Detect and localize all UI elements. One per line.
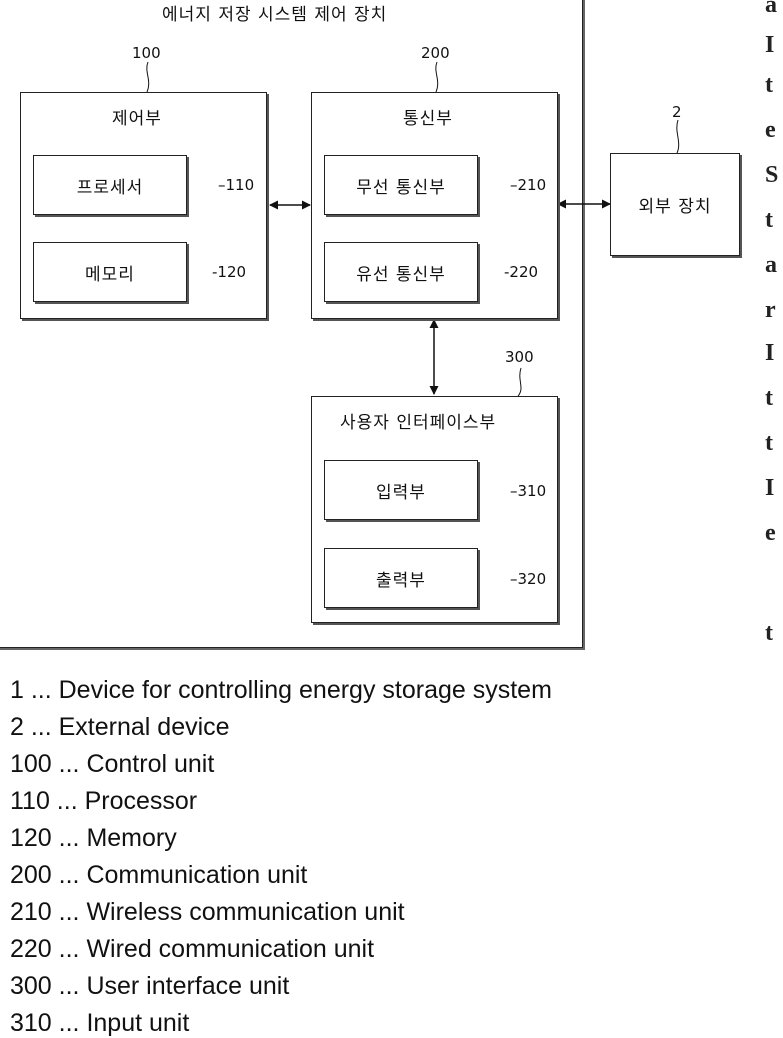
cropped-text-fragment: t [765,620,773,647]
cropped-text-fragment: a [765,252,777,279]
user-interface-unit-label: 사용자 인터페이스부 [340,408,496,433]
ref-100: 100 [132,44,161,62]
legend-item: 220 ... Wired communication unit [10,935,374,964]
cropped-text-fragment: e [765,520,776,547]
ref-300: 300 [505,348,534,366]
wireless-comm-label: 무선 통신부 [356,173,446,198]
leader-100 [147,62,149,92]
legend-item: 120 ... Memory [10,824,177,853]
leader-200 [436,62,438,92]
legend-item: 300 ... User interface unit [10,972,289,1001]
wireless-comm-box: 무선 통신부 [324,155,478,215]
cropped-text-fragment: t [765,207,773,234]
ref-110: –110 [218,176,254,194]
memory-label: 메모리 [85,260,135,285]
cropped-text-fragment: a [765,0,777,19]
processor-box: 프로세서 [33,155,187,215]
external-device-label: 외부 장치 [639,192,712,217]
communication-unit-label: 통신부 [403,104,453,129]
leader-300 [518,368,521,396]
legend-item: 210 ... Wireless communication unit [10,898,405,927]
memory-box: 메모리 [33,242,187,302]
input-unit-label: 입력부 [376,478,426,503]
cropped-text-fragment: S [765,162,778,189]
cropped-text-fragment: t [765,430,773,457]
ref-320: –320 [510,570,546,588]
leader-2 [677,120,679,153]
cropped-text-fragment: t [765,385,773,412]
cropped-text-fragment: r [765,297,776,324]
control-unit-label: 제어부 [112,104,162,129]
processor-label: 프로세서 [77,173,144,198]
ref-120: -120 [212,263,246,281]
cropped-text-fragment: e [765,117,776,144]
ref-200: 200 [421,44,450,62]
ref-210: –210 [510,176,546,194]
legend-item: 1 ... Device for controlling energy stor… [10,676,552,705]
external-device-box: 외부 장치 [610,153,740,256]
output-unit-label: 출력부 [376,566,426,591]
cropped-text-fragment: I [765,340,774,367]
ref-2: 2 [672,103,682,121]
wired-comm-label: 유선 통신부 [356,260,446,285]
legend-item: 200 ... Communication unit [10,861,307,890]
ref-220: -220 [504,263,538,281]
legend-item: 2 ... External device [10,713,230,742]
input-unit-box: 입력부 [324,460,478,520]
ref-310: –310 [510,482,546,500]
legend-item: 110 ... Processor [10,787,197,816]
cropped-text-fragment: I [765,32,774,59]
legend-item: 100 ... Control unit [10,750,214,779]
cropped-text-fragment: t [765,72,773,99]
output-unit-box: 출력부 [324,548,478,608]
wired-comm-box: 유선 통신부 [324,242,478,302]
cropped-text-fragment: I [765,475,774,502]
